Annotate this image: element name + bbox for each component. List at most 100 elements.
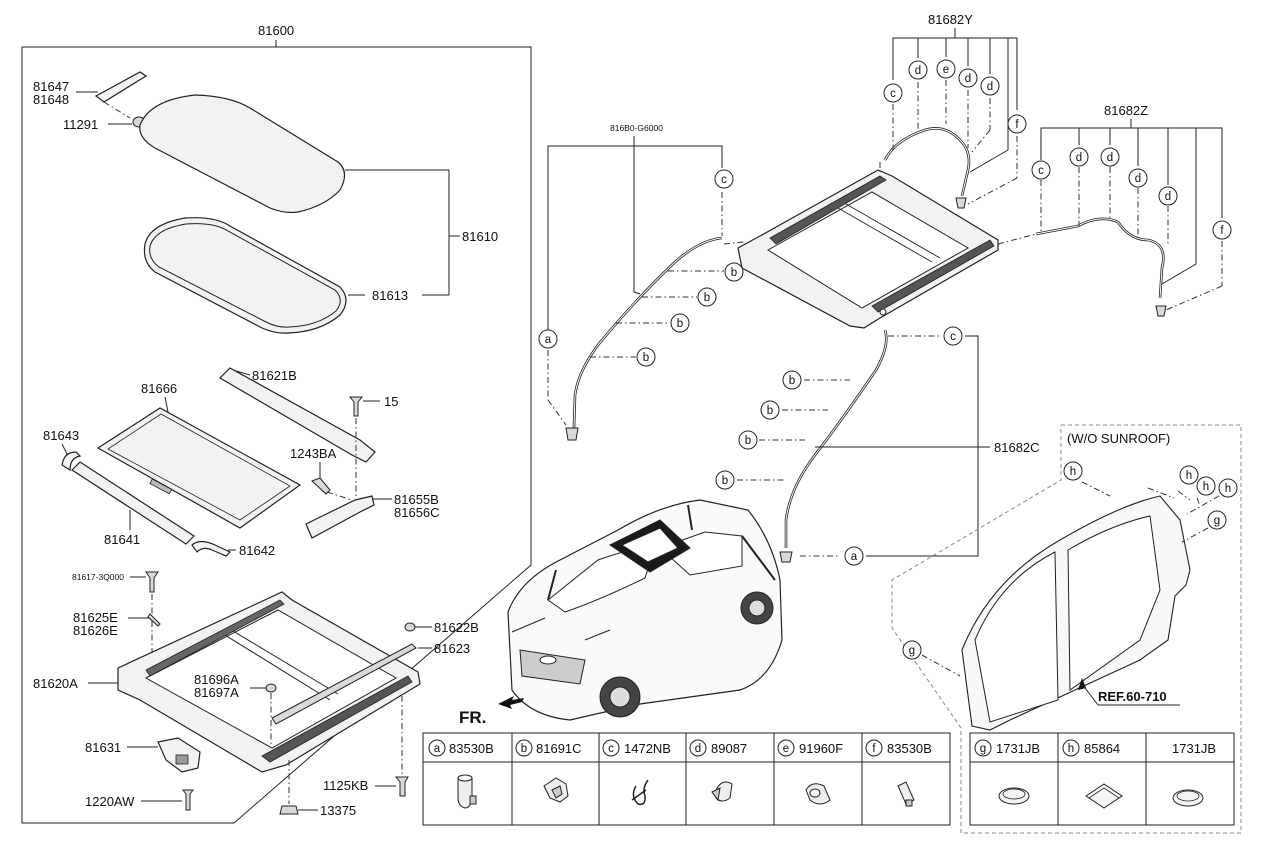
label-81697A: 81697A [194, 685, 239, 700]
ref-label: REF.60-710 [1098, 689, 1167, 704]
bubble-d: d [1076, 152, 1082, 164]
label-81631: 81631 [85, 740, 121, 755]
label-81643: 81643 [43, 428, 79, 443]
bolt-1220AW-part [182, 789, 194, 811]
label-81642: 81642 [239, 543, 275, 558]
bubble-g: g [909, 645, 915, 657]
bubble-d: d [1135, 173, 1141, 185]
label-11291: 11291 [63, 117, 98, 132]
label-15: 15 [384, 394, 398, 409]
label-81600: 81600 [258, 23, 294, 38]
bubble-h: h [1070, 466, 1076, 478]
label-81696A: 81696A [194, 672, 239, 687]
bolt-1125KB-part [394, 776, 409, 797]
hose-clip-icon [543, 777, 569, 803]
band-clip-icon [631, 779, 649, 806]
push-clip-icon [711, 781, 733, 802]
bubble-f: f [1220, 225, 1224, 237]
bubble-b: b [731, 267, 737, 279]
legend-part-g: 1731JB [996, 741, 1040, 756]
bubble-h: h [1225, 483, 1231, 495]
square-patch-icon [1085, 783, 1123, 809]
bubble-b: b [745, 435, 751, 447]
bubble-c: c [1038, 165, 1044, 177]
label-81617-3Q000: 81617-3Q000 [72, 572, 124, 582]
sunroof-assembly-group: 81600 81647 81648 11291 81610 81613 8162… [21, 23, 532, 824]
label-81622B: 81622B [434, 620, 479, 635]
callout-bubbles: a c b b b b c d e d d f c d d d d f c b … [538, 59, 1232, 566]
label-81620A: 81620A [33, 676, 78, 691]
seal-strip-81641-part [71, 461, 195, 545]
clip-81622B-part [404, 622, 416, 632]
legend-part-d: 89087 [711, 741, 747, 756]
bubble-d: d [915, 65, 921, 77]
bubble-d: d [987, 81, 993, 93]
front-direction-label: FR. [459, 708, 486, 727]
vehicle-illustration [507, 499, 783, 721]
legend-part-e: 91960F [799, 741, 843, 756]
legend-part-c: 1472NB [624, 741, 671, 756]
cap-plug-icon [897, 781, 915, 807]
bubble-c: c [721, 174, 727, 186]
screw-81617-part [145, 571, 159, 593]
bubble-b: b [767, 405, 773, 417]
label-81625E: 81625E [73, 610, 118, 625]
label-816B0-G6000: 816B0-G6000 [610, 123, 663, 133]
clamp-clip-icon [805, 783, 831, 805]
bubble-b: b [704, 292, 710, 304]
bubble-h: h [1203, 481, 1209, 493]
seal-81642-part [191, 540, 232, 557]
bolt-1243BA-part [311, 477, 331, 495]
legend-part-h: 85864 [1084, 741, 1120, 756]
legend-part-f: 83530B [887, 741, 932, 756]
body-panel-title: (W/O SUNROOF) [1067, 431, 1170, 446]
label-81682C: 81682C [994, 440, 1040, 455]
legend-part-plug: 1731JB [1172, 741, 1216, 756]
legend-part-a: 83530B [449, 741, 494, 756]
label-1220AW: 1220AW [85, 794, 135, 809]
sunroof-glass-part [139, 94, 346, 214]
label-81647: 81647 [33, 79, 69, 94]
label-81613: 81613 [372, 288, 408, 303]
clip-81625E-part [147, 613, 161, 627]
legend-table-clips: a 83530B b 81691C c 1472NB d 89087 e 919… [422, 732, 951, 826]
legend-letter-b: b [521, 743, 527, 755]
label-81682Y: 81682Y [928, 12, 973, 27]
legend-table-plugs: g 1731JB h 85864 1731JB [969, 732, 1235, 826]
bubble-d: d [965, 73, 971, 85]
round-plug-icon [998, 787, 1030, 805]
legend-letter-f: f [872, 743, 876, 755]
body-panel-group: (W/O SUNROOF) h h h h g g REF.60-710 [891, 424, 1242, 834]
glass-weatherstrip-part [143, 217, 347, 334]
legend-letter-a: a [434, 743, 441, 755]
clip-81696A-part [265, 683, 277, 693]
seal-81643-part [61, 451, 82, 472]
drain-hose-group: 816B0-G6000 81682Y [547, 12, 1223, 563]
rear-frame-rail-part [219, 367, 376, 463]
legend-letter-e: e [783, 743, 789, 755]
bubble-c: c [950, 331, 956, 343]
label-81623: 81623 [434, 641, 470, 656]
bubble-d: d [1165, 191, 1171, 203]
bubble-c: c [890, 88, 896, 100]
bubble-b: b [677, 318, 683, 330]
label-81682Z: 81682Z [1104, 103, 1148, 118]
front-drain-hose-part [572, 236, 723, 429]
nut-13375-part [279, 805, 299, 815]
label-81621B: 81621B [252, 368, 297, 383]
bubble-b: b [789, 375, 795, 387]
label-81655B: 81655B [394, 492, 439, 507]
label-81641: 81641 [104, 532, 140, 547]
legend-part-b: 81691C [536, 741, 582, 756]
bubble-b: b [643, 352, 649, 364]
bubble-a: a [851, 551, 858, 563]
bubble-g: g [1214, 515, 1220, 527]
label-1125KB: 1125KB [323, 778, 368, 793]
front-arrow-icon [498, 696, 524, 709]
bubble-f: f [1015, 119, 1019, 131]
bubble-e: e [943, 64, 949, 76]
plug-icon [457, 774, 477, 809]
legend-letter-h: h [1068, 743, 1074, 755]
label-81656C: 81656C [394, 505, 440, 520]
